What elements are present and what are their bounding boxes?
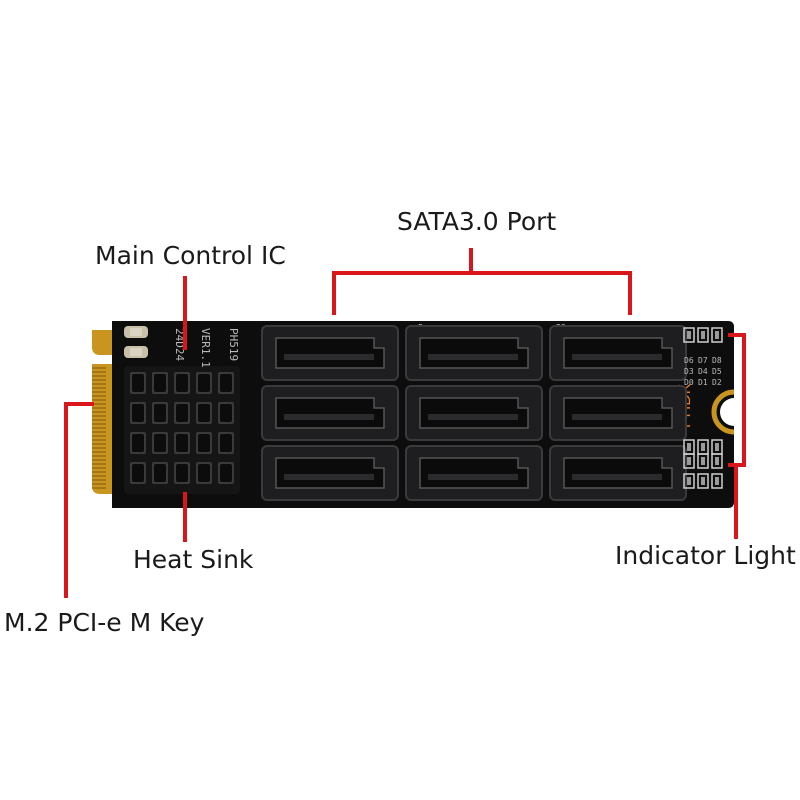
led-label-d2: D2 — [712, 378, 722, 387]
sata-port-slot — [563, 337, 673, 369]
indicator-bracket-top — [728, 333, 746, 337]
indicator-led-body — [687, 331, 691, 339]
sata-port-slot — [419, 397, 529, 429]
sata-port-slot — [563, 457, 673, 489]
main-control-ic-label: Main Control IC — [95, 241, 286, 270]
heatsink-fin-shadow — [198, 434, 210, 452]
led-label-d8: D8 — [712, 356, 722, 365]
sata-port-tongue — [572, 474, 662, 480]
heat-sink — [124, 366, 240, 494]
sata-port-slot — [275, 457, 385, 489]
heatsink-fin-shadow — [132, 464, 144, 482]
led-label-d6: D6 — [684, 356, 694, 365]
smd-capacitors — [124, 326, 148, 358]
model-text: PH519 — [227, 328, 240, 361]
heatsink-fin-shadow — [176, 434, 188, 452]
sata-port-slot — [563, 397, 673, 429]
sata-port-slot — [275, 337, 385, 369]
mounting-notch-ring — [711, 389, 735, 435]
indicator-led-body — [701, 477, 705, 485]
sata-port-tongue — [284, 474, 374, 480]
sata-port-tongue — [572, 354, 662, 360]
sata-port-label: SATA3.0 Port — [397, 207, 557, 236]
led-label-d4: D4 — [698, 367, 708, 376]
heatsink-fin-shadow — [154, 404, 166, 422]
indicator-led — [683, 473, 695, 489]
gold-pad-short-segment — [92, 330, 112, 355]
heatsink-fin-shadow — [198, 374, 210, 392]
heatsink-fin-shadow — [154, 464, 166, 482]
heatsink-fin-shadow — [154, 434, 166, 452]
heatsink-fin-shadow — [154, 374, 166, 392]
sata-bracket-top — [332, 271, 632, 275]
capacitor-body-1 — [130, 348, 142, 356]
date-code-text: 24D24 — [173, 328, 186, 361]
indicator-led — [697, 473, 709, 489]
sata-port-tongue — [284, 354, 374, 360]
m2-key-leader-v — [64, 402, 68, 598]
heat-sink-label: Heat Sink — [133, 545, 254, 574]
indicator-led-body — [715, 331, 719, 339]
sata-port-tongue — [428, 414, 518, 420]
indicator-led-body — [701, 443, 705, 451]
heatsink-base — [124, 366, 240, 494]
heatsink-fin-shadow — [132, 374, 144, 392]
sata-port-grid — [261, 325, 687, 501]
heatsink-fin-shadow — [198, 404, 210, 422]
led-label-d3: D3 — [684, 367, 694, 376]
heatsink-leader — [183, 492, 187, 542]
indicator-led-body — [715, 443, 719, 451]
indicator-led — [711, 453, 723, 469]
indicator-bracket-side — [742, 333, 746, 467]
indicator-led — [697, 327, 709, 343]
sata-bracket-right — [628, 271, 632, 315]
led-label-d7: D7 — [698, 356, 708, 365]
sata-port-slot — [419, 337, 529, 369]
indicator-led — [683, 453, 695, 469]
heatsink-fin-shadow — [132, 404, 144, 422]
heatsink-fin-shadow — [176, 404, 188, 422]
indicator-led-body — [701, 331, 705, 339]
mounting-notch — [720, 398, 734, 426]
heatsink-fin-shadow — [220, 434, 232, 452]
led-label-d0: D0 — [684, 378, 694, 387]
sata-bracket-stem — [469, 248, 473, 273]
indicator-led-body — [687, 457, 691, 465]
indicator-led-body — [687, 477, 691, 485]
sata-port-tongue — [428, 354, 518, 360]
heatsink-fin-shadow — [220, 374, 232, 392]
m2-key-label: M.2 PCI-e M Key — [4, 608, 205, 637]
indicator-led-body — [701, 457, 705, 465]
sata-bracket-left — [332, 271, 336, 315]
heatsink-fin-shadow — [132, 434, 144, 452]
sata-port-tongue — [428, 474, 518, 480]
heatsink-fin-shadow — [198, 464, 210, 482]
led-label-d5: D5 — [712, 367, 722, 376]
heatsink-fin-shadow — [220, 464, 232, 482]
main-ic-leader — [183, 276, 187, 350]
indicator-light-label: Indicator Light — [615, 541, 796, 570]
indicator-led — [711, 327, 723, 343]
sata-port-slot — [419, 457, 529, 489]
sata-port-slot — [275, 397, 385, 429]
heatsink-fin-shadow — [176, 374, 188, 392]
heatsink-fin-shadow — [176, 464, 188, 482]
capacitor-body-0 — [130, 328, 142, 336]
sata-port-tongue — [284, 414, 374, 420]
sata-port-tongue — [572, 414, 662, 420]
indicator-led — [697, 453, 709, 469]
indicator-led-body — [715, 457, 719, 465]
version-text: VER1.1 — [199, 328, 212, 368]
led-label-d1: D1 — [698, 378, 708, 387]
heatsink-fin-shadow — [220, 404, 232, 422]
indicator-led-body — [715, 477, 719, 485]
indicator-led — [683, 327, 695, 343]
m2-key-leader-h — [64, 402, 94, 406]
indicator-led — [711, 473, 723, 489]
indicator-leader-v — [734, 465, 738, 539]
indicator-led-body — [687, 443, 691, 451]
gold-edge-connector — [92, 330, 112, 494]
